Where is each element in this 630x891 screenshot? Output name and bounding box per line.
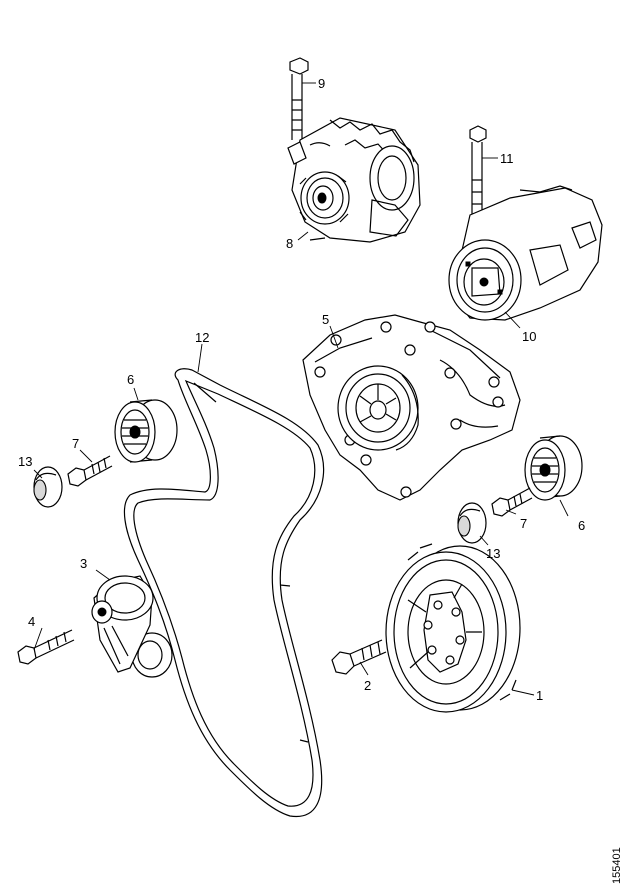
callout-12: 12 [195, 330, 209, 345]
callout-11: 11 [500, 151, 514, 166]
callout-5: 5 [322, 312, 329, 327]
callout-4: 4 [28, 614, 35, 629]
water-pump [302, 314, 521, 501]
tensioner-bolt [17, 629, 75, 665]
crankshaft-pulley-bolt [331, 639, 387, 675]
crankshaft-pulley [385, 543, 521, 713]
pulley-cap-right [457, 502, 487, 544]
callout-10: 10 [522, 329, 536, 344]
callout-2: 2 [364, 678, 371, 693]
drive-belt [123, 368, 325, 818]
callout-7-left: 7 [72, 436, 79, 451]
callout-13-right: 13 [486, 546, 500, 561]
callout-13-left: 13 [18, 454, 32, 469]
alternator [287, 117, 421, 243]
alternator-bolt [289, 57, 309, 140]
leader-lines [33, 82, 569, 696]
belt-tensioner [91, 575, 173, 678]
compressor-bolt [469, 125, 487, 220]
pulley-cap-left [33, 466, 63, 508]
callout-6-right: 6 [578, 518, 585, 533]
document-number: 155401 [611, 847, 623, 884]
idler-bolt-right [491, 487, 533, 517]
ac-compressor [448, 185, 603, 321]
callout-8: 8 [286, 236, 293, 251]
callout-6-left: 6 [127, 372, 134, 387]
callout-3: 3 [80, 556, 87, 571]
idler-pulley-right [524, 435, 583, 501]
callout-9: 9 [318, 76, 325, 91]
callout-labels: 9 8 11 10 5 12 6 7 13 6 7 13 3 4 2 1 [18, 76, 585, 703]
callout-7-right: 7 [520, 516, 527, 531]
idler-pulley-left [114, 399, 178, 463]
callout-1: 1 [536, 688, 543, 703]
idler-bolt-left [67, 455, 113, 487]
